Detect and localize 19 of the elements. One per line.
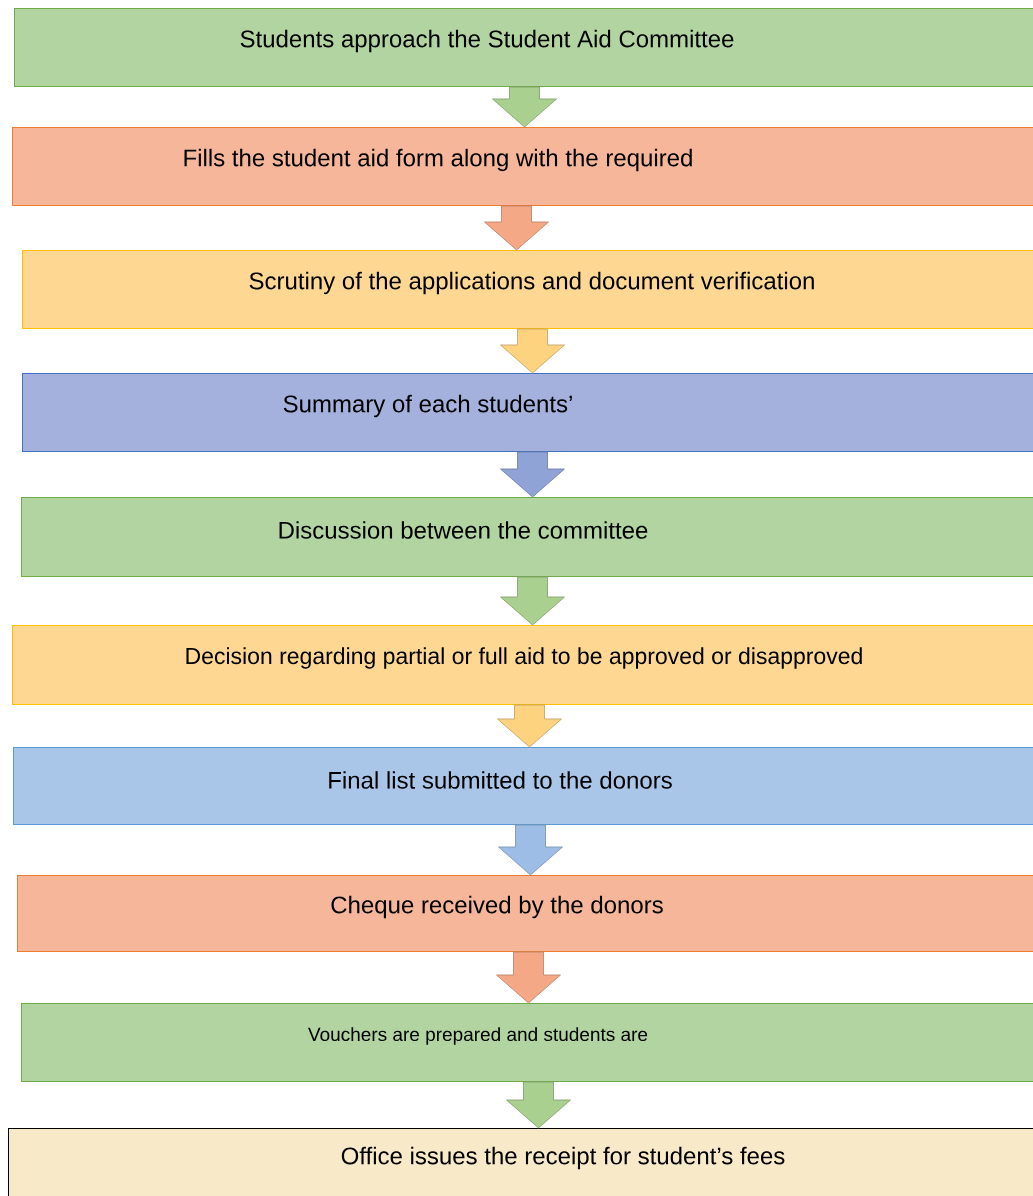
arrow — [500, 328, 565, 374]
arrow — [496, 951, 561, 1004]
arrow — [498, 824, 563, 876]
process-box: Final list submitted to the donors — [13, 747, 1033, 825]
process-box: Scrutiny of the applications and document verification — [22, 250, 1033, 329]
process-box: Office issues the receipt for student’s fees — [8, 1128, 1033, 1196]
process-box: Students approach the Student Aid Committee — [14, 8, 1033, 87]
process-box: Decision regarding partial or full aid to be approved or disapproved — [12, 625, 1033, 705]
process-box: Vouchers are prepared and students are — [21, 1003, 1033, 1082]
process-box: Fills the student aid form along with the required — [12, 127, 1033, 206]
arrow — [492, 86, 557, 128]
arrow — [500, 451, 565, 498]
arrow — [497, 704, 562, 748]
arrow — [506, 1081, 571, 1129]
process-box: Cheque received by the donors — [17, 875, 1033, 952]
process-box: Discussion between the committee — [21, 497, 1033, 577]
process-box: Summary of each students’ — [22, 373, 1033, 452]
arrow — [500, 576, 565, 626]
arrow — [484, 205, 549, 251]
